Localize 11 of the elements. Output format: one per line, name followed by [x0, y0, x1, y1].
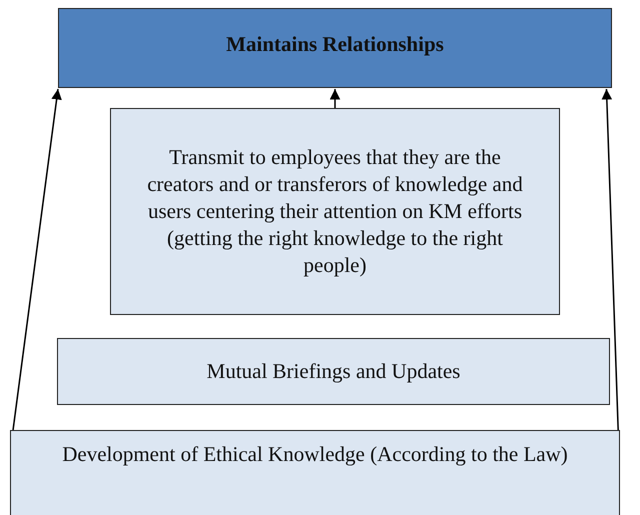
text-box [10, 430, 620, 515]
arrow [12, 88, 62, 430]
arrow [602, 88, 619, 430]
box-text: Maintains Relationships [226, 31, 444, 58]
header-box [58, 8, 612, 88]
arrow [330, 89, 340, 108]
text-box [57, 338, 610, 405]
box-text: Transmit to employees that they are the creators and or transferors of knowledge and users centering their attention on KM efforts (getting the right knowledge to the right people) [146, 144, 524, 279]
box-text: Mutual Briefings and Updates [206, 358, 460, 385]
text-box [110, 108, 560, 315]
box-text: Development of Ethical Knowledge (According to the Law) [62, 441, 568, 468]
